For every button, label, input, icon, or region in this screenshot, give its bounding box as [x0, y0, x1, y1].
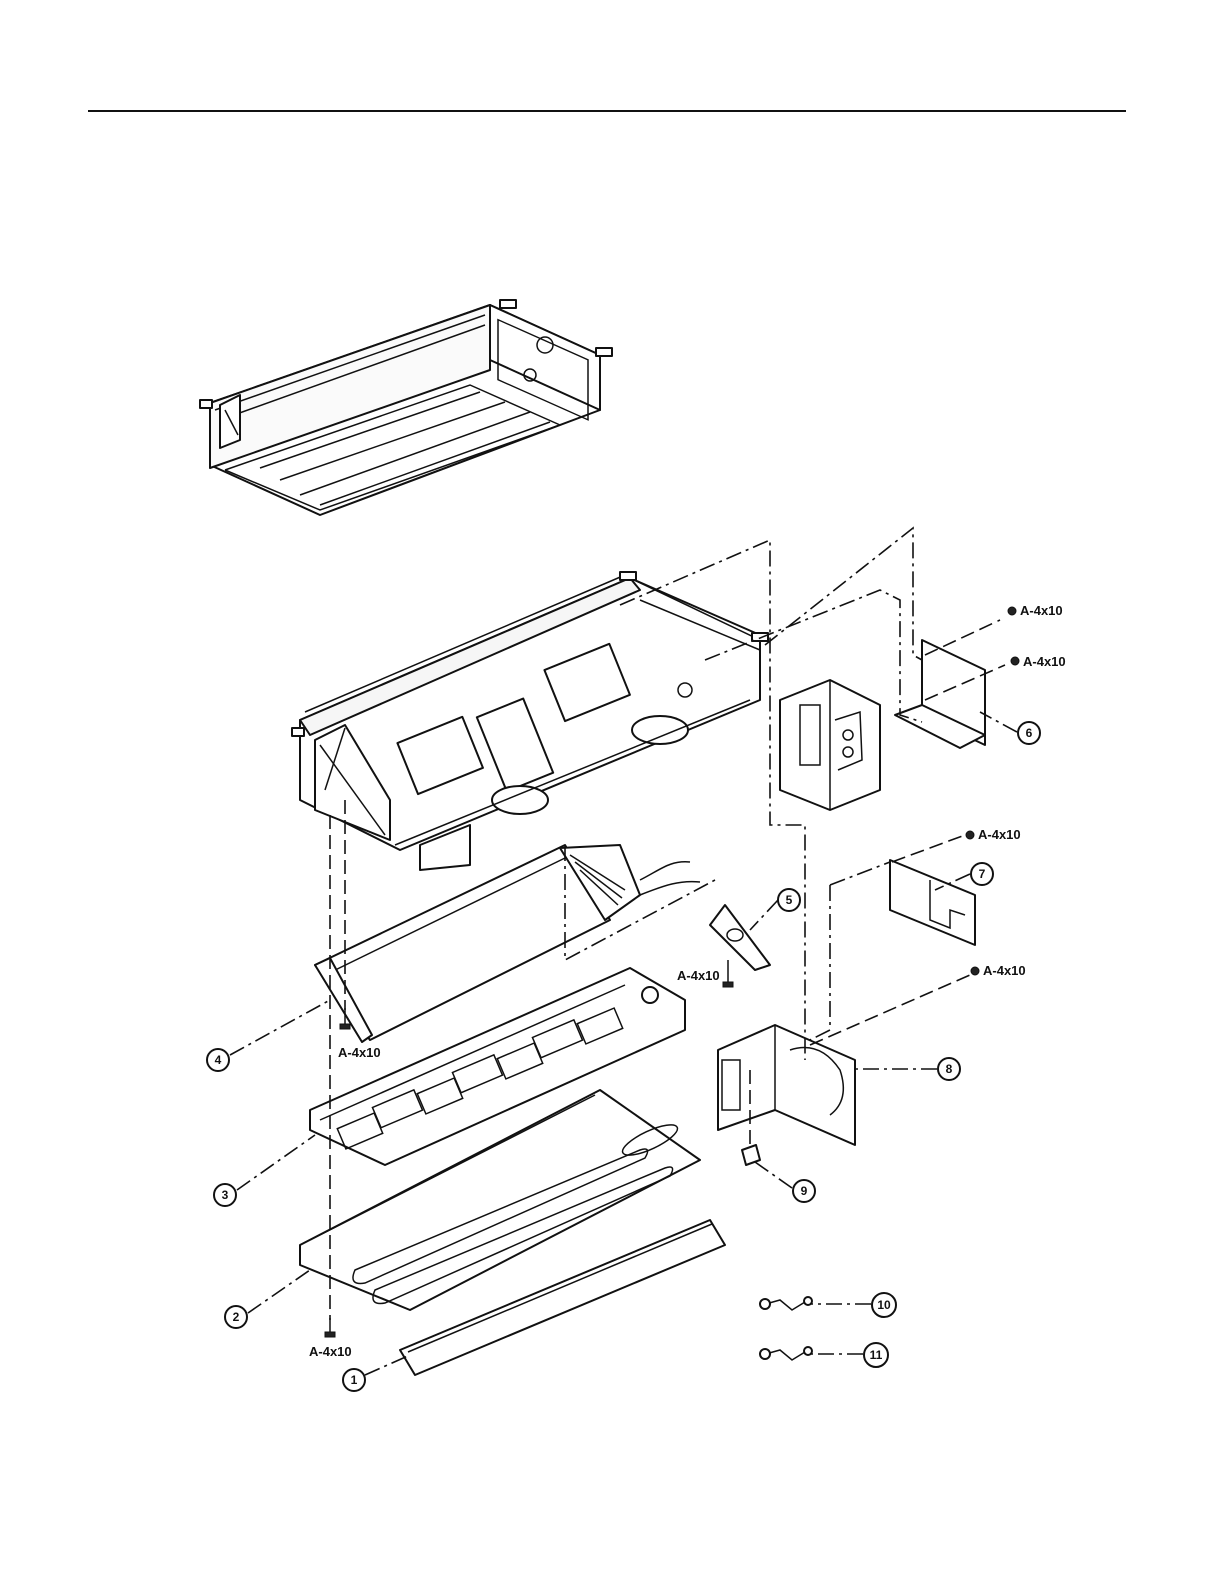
part-7-plate — [890, 860, 975, 945]
part-8-side-panel — [718, 1025, 855, 1145]
callout-10: 10 — [872, 1293, 896, 1317]
callout-number: 3 — [222, 1188, 229, 1202]
screw-label: A-4x10 — [338, 1045, 381, 1060]
callout-number: 9 — [801, 1184, 808, 1198]
callout-number: 4 — [215, 1053, 222, 1067]
screw-label: A-4x10 — [983, 963, 1026, 978]
callout-8: 8 — [938, 1058, 960, 1080]
callout-number: 11 — [870, 1348, 883, 1362]
callout-number: 6 — [1026, 726, 1033, 740]
part-11-cable — [760, 1347, 812, 1360]
screw-label: A-4x10 — [1023, 654, 1066, 669]
callout-number: 2 — [233, 1310, 240, 1324]
callout-5: 5 — [778, 889, 800, 911]
screw-icon — [1011, 657, 1019, 665]
callout-3: 3 — [214, 1184, 236, 1206]
screw-icon — [325, 1318, 335, 1337]
callout-number: 8 — [946, 1062, 953, 1076]
callout-number: 10 — [877, 1298, 891, 1312]
screw-icon — [723, 960, 733, 987]
screw-label: A-4x10 — [309, 1344, 352, 1359]
part-5-bracket — [710, 905, 770, 970]
callout-1: 1 — [343, 1369, 365, 1391]
callout-7: 7 — [971, 863, 993, 885]
assembled-unit — [200, 300, 612, 515]
electrical-box — [780, 680, 880, 810]
main-chassis — [292, 572, 768, 870]
callout-6: 6 — [1018, 722, 1040, 744]
screw-label: A-4x10 — [677, 968, 720, 983]
part-10-cable — [760, 1297, 812, 1310]
part-9-fastener — [742, 1145, 760, 1165]
part-6-cover — [895, 640, 985, 748]
callout-9: 9 — [793, 1180, 815, 1202]
screw-icon — [971, 967, 979, 975]
callout-2: 2 — [225, 1306, 247, 1328]
screw-label: A-4x10 — [978, 827, 1021, 842]
callout-number: 7 — [979, 867, 986, 881]
screw-label: A-4x10 — [1020, 603, 1063, 618]
callout-number: 5 — [786, 893, 793, 907]
callout-4: 4 — [207, 1049, 229, 1071]
callout-number: 1 — [351, 1373, 358, 1387]
screw-icon — [966, 831, 974, 839]
screw-icon — [1008, 607, 1016, 615]
callout-11: 11 — [864, 1343, 888, 1367]
